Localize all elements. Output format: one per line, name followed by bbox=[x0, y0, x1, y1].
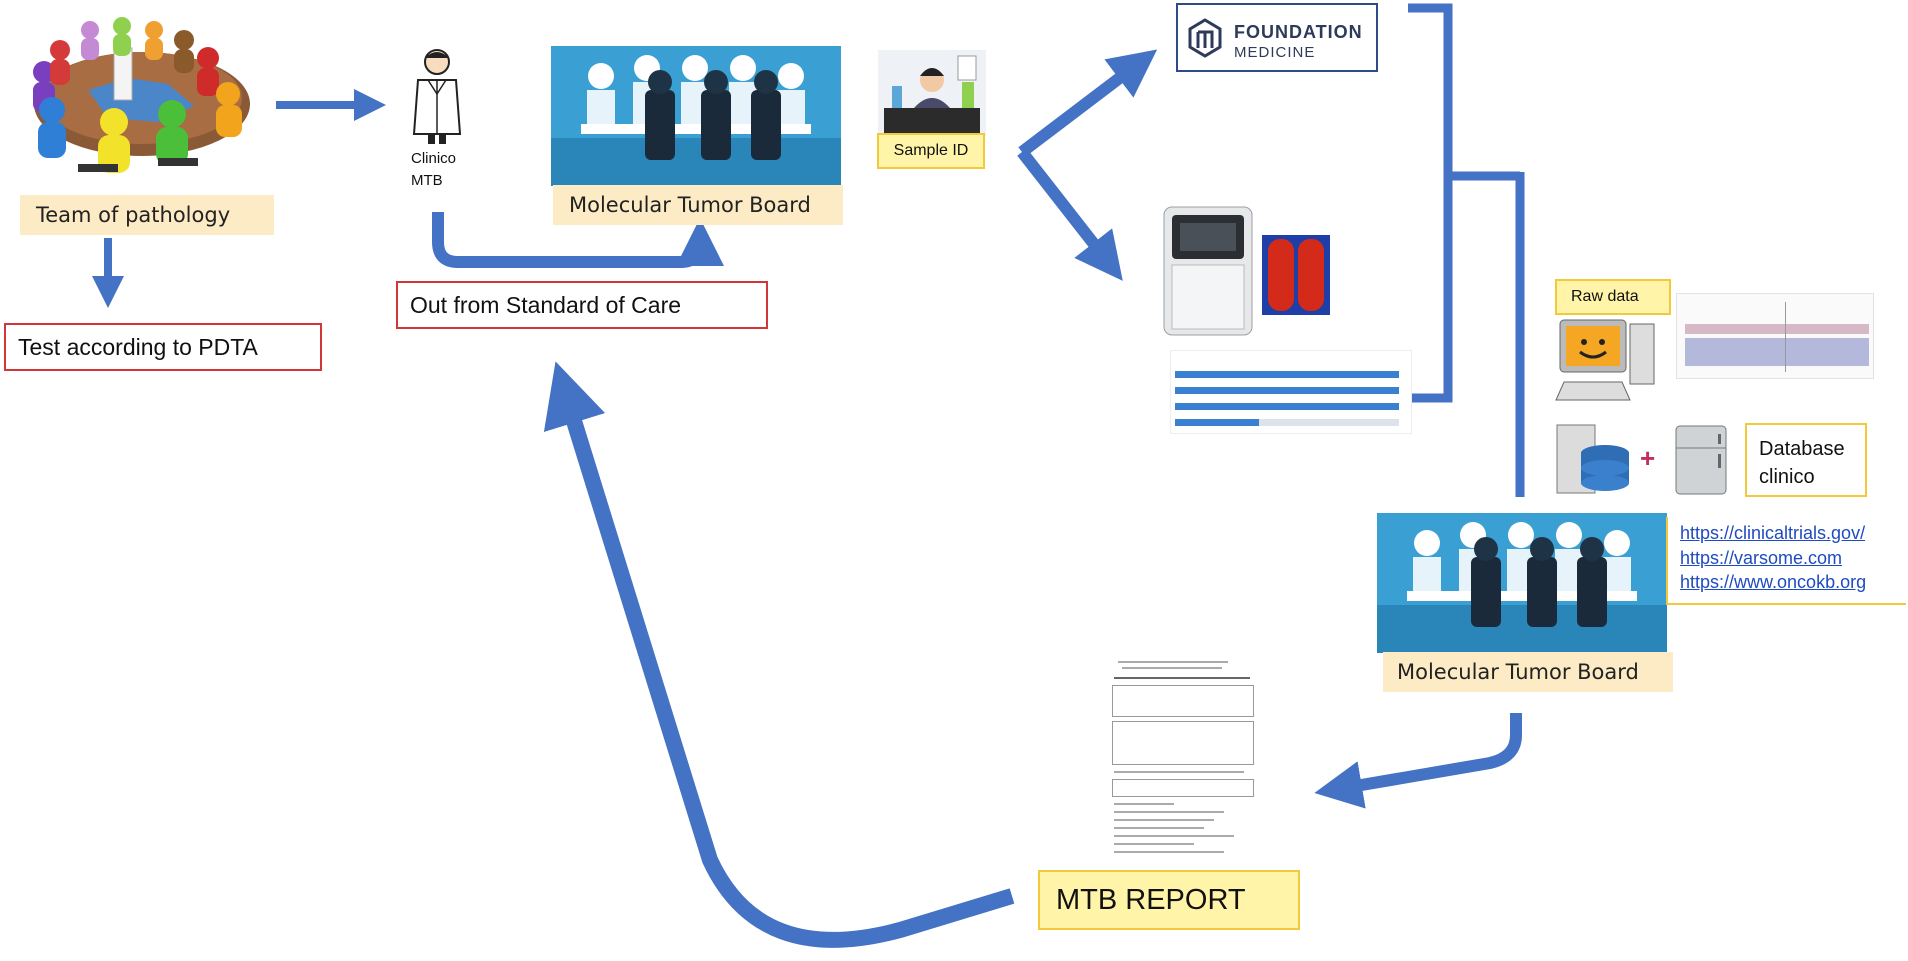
foundation-title: FOUNDATION bbox=[1234, 22, 1363, 42]
team-pathology-label: Team of pathology bbox=[20, 195, 274, 235]
fridge-icon bbox=[1675, 425, 1727, 495]
molecular-tumor-board-bottom-illustration bbox=[1377, 513, 1667, 653]
clinico-label: Clinico MTB bbox=[411, 148, 456, 192]
mtb-report-label: MTB REPORT bbox=[1038, 870, 1300, 930]
bracket-merge bbox=[1408, 3, 1453, 403]
mtb-report-document bbox=[1108, 655, 1256, 865]
foundation-hex-icon bbox=[1188, 18, 1222, 58]
sequencer-icon bbox=[1163, 206, 1330, 336]
doctor-icon bbox=[412, 49, 462, 144]
sample-id-label: Sample ID bbox=[877, 133, 985, 169]
qc-report-thumbnail bbox=[1170, 350, 1412, 434]
foundation-subtitle: MEDICINE bbox=[1234, 44, 1316, 61]
mtb-short-text: MTB bbox=[411, 172, 443, 189]
test-pdta-box: Test according to PDTA bbox=[4, 323, 322, 371]
database-clinico-box: Database clinico bbox=[1745, 423, 1867, 497]
raw-data-label: Raw data bbox=[1555, 279, 1671, 315]
link-varsome[interactable]: https://varsome.com bbox=[1680, 547, 1843, 568]
arrow-sample-to-sequencer bbox=[1017, 148, 1123, 281]
resource-links: https://clinicaltrials.gov/ https://vars… bbox=[1666, 517, 1906, 605]
link-clinicaltrials[interactable]: https://clinicaltrials.gov/ bbox=[1680, 523, 1866, 543]
arrow-mtb-to-report bbox=[1314, 713, 1522, 809]
arrow-report-to-soc bbox=[543, 361, 1015, 948]
mtb-board-bottom-label: Molecular Tumor Board bbox=[1383, 652, 1673, 692]
igv-viewer-thumbnail bbox=[1676, 293, 1874, 379]
computer-icon bbox=[1555, 319, 1655, 401]
plus-icon: + bbox=[1640, 443, 1656, 473]
molecular-tumor-board-illustration bbox=[551, 46, 841, 186]
team-meeting-illustration bbox=[33, 17, 250, 173]
arrow-clinico-to-mtb bbox=[432, 212, 724, 268]
link-oncokb[interactable]: https://www.oncokb.org bbox=[1680, 572, 1867, 592]
lab-technician-icon bbox=[878, 50, 986, 136]
server-database-icon bbox=[1556, 424, 1629, 494]
clinico-text: Clinico bbox=[411, 150, 457, 167]
arrow-sample-to-foundation bbox=[1018, 49, 1158, 157]
mtb-board-top-label: Molecular Tumor Board bbox=[553, 185, 843, 225]
foundation-medicine-logo: FOUNDATION MEDICINE bbox=[1176, 3, 1378, 72]
out-of-soc-box: Out from Standard of Care bbox=[396, 281, 768, 329]
